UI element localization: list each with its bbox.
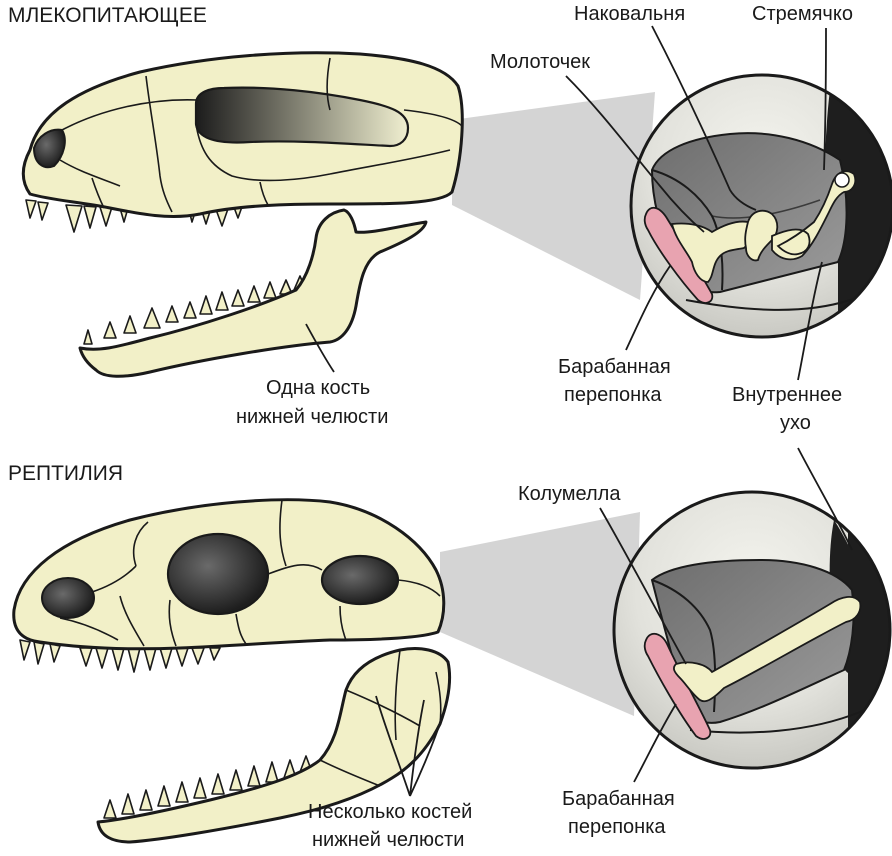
mammal-nostril	[32, 128, 66, 169]
mammal-zoom-beam	[452, 92, 655, 300]
reptile-nostril	[41, 577, 95, 619]
stapes-bone	[771, 170, 857, 261]
mammal-ear-closeup	[629, 73, 892, 339]
columella-bone	[673, 596, 862, 703]
reptile-ear-closeup	[612, 490, 892, 770]
malleus-bone	[670, 220, 753, 283]
label-reptile-jaw-line2: нижней челюсти	[312, 829, 464, 851]
label-mammal-jaw-line2: нижней челюсти	[236, 406, 388, 428]
label-reptile-eardrum-line1: Барабанная	[562, 788, 675, 810]
mammal-heading: МЛЕКОПИТАЮЩЕЕ	[8, 4, 207, 27]
reptile-skull	[12, 498, 446, 673]
mammal-skull	[21, 51, 464, 233]
reptile-heading: РЕПТИЛИЯ	[8, 462, 123, 485]
label-inner-ear-line2: ухо	[780, 412, 811, 434]
mammal-eardrum	[643, 206, 714, 304]
reptile-eardrum	[643, 632, 712, 740]
label-columella: Колумелла	[518, 483, 621, 505]
label-malleus: Молоточек	[490, 51, 590, 73]
mammal-dentary-bone	[78, 208, 428, 378]
label-mammal-eardrum-line1: Барабанная	[558, 356, 671, 378]
reptile-zoom-beam	[440, 512, 640, 716]
label-reptile-eardrum-line2: перепонка	[568, 816, 666, 838]
label-inner-ear-line1: Внутреннее	[732, 384, 842, 406]
reptile-temporal-opening	[320, 554, 400, 606]
label-reptile-jaw-line1: Несколько костей	[308, 801, 472, 823]
reptile-orbit	[166, 532, 270, 616]
incus-bone	[744, 209, 779, 262]
mammal-temporal-opening	[194, 86, 410, 148]
reptile-jaw	[96, 647, 452, 844]
label-incus: Наковальня	[574, 3, 685, 25]
mammal-jaw	[78, 208, 428, 378]
mammal-lower-teeth	[83, 275, 307, 345]
label-mammal-eardrum-line2: перепонка	[564, 384, 662, 406]
label-mammal-jaw-line1: Одна кость	[266, 377, 370, 399]
label-stapes: Стремячко	[752, 3, 853, 25]
